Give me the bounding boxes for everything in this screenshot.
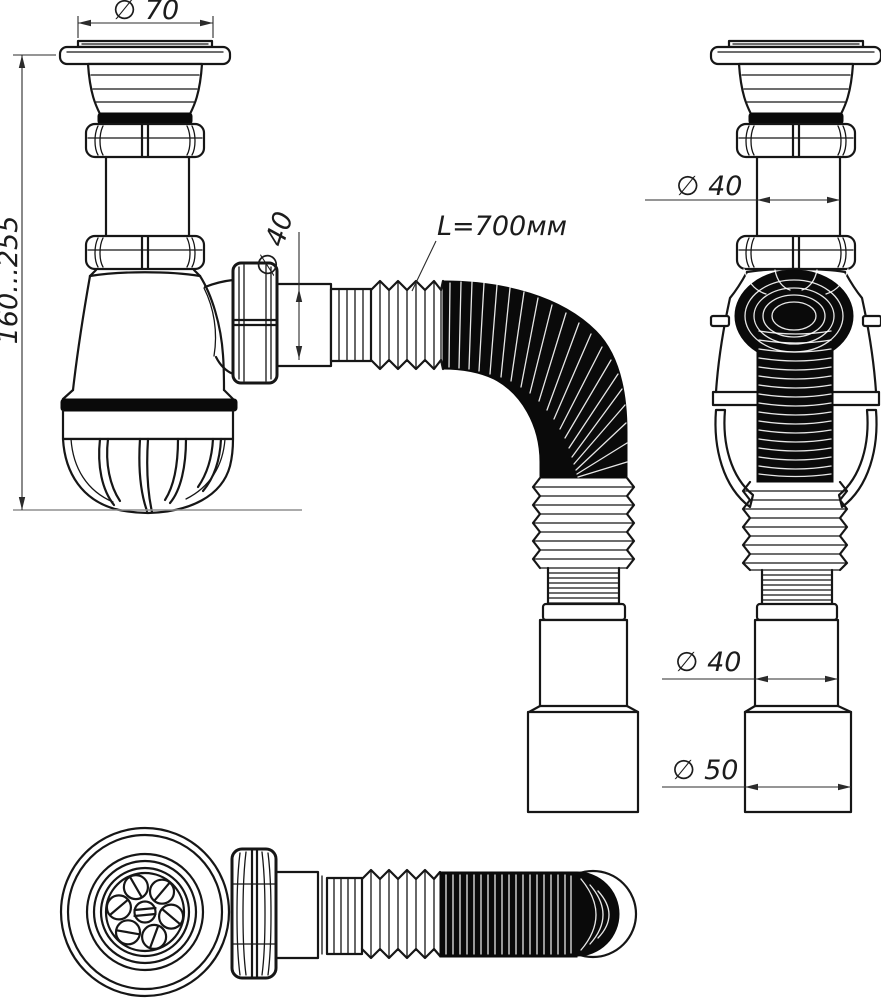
hose-end-cap <box>534 871 620 957</box>
body-pin-right <box>861 314 881 328</box>
outlet-pipe-40 <box>538 618 629 708</box>
top-hose <box>274 868 638 960</box>
height-range-label: 160...255 <box>0 216 24 345</box>
dimension-hose-length: L=700мм <box>411 211 567 292</box>
front-hose-corrugated-bend <box>442 280 628 479</box>
dimension-flange-diameter: ∅ 70 <box>77 0 214 38</box>
bulb-claw-left <box>714 408 755 509</box>
outlet-pipe-50 <box>526 710 640 814</box>
dimension-height-range: 160...255 <box>0 54 302 511</box>
top-drain-grate <box>59 826 231 998</box>
inlet-diameter-label: ∅ 40 <box>250 208 300 281</box>
top-hose-corrugation <box>445 874 610 955</box>
front-hose-horizontal <box>275 279 445 371</box>
outlet-pipe-40 <box>753 618 840 708</box>
dimension-outlet-50: ∅ 50 <box>662 755 851 791</box>
nut-hooks-over-mouth <box>743 268 849 295</box>
front-outlet-elbow <box>203 261 279 385</box>
side-drain-assembly <box>711 41 881 269</box>
outlet-40-label: ∅ 40 <box>675 647 741 678</box>
top-union-nut <box>230 847 278 980</box>
front-drain-assembly <box>60 41 230 269</box>
outlet-pipe-50 <box>743 710 853 814</box>
front-siphon-body <box>60 268 238 515</box>
side-hose-outlet <box>741 480 853 814</box>
bulb-ribs <box>98 437 223 514</box>
column-corrugation <box>758 330 832 478</box>
front-hose-outlet <box>526 476 640 814</box>
mouth-rings <box>744 279 844 353</box>
outlet-50-label: ∅ 50 <box>672 755 738 786</box>
top-view <box>59 826 638 998</box>
grate-holes <box>105 873 185 951</box>
corrugation-texture <box>448 281 628 478</box>
side-view <box>709 41 881 814</box>
body-seal-band <box>60 398 238 412</box>
body-pin-left <box>709 314 731 328</box>
dimension-outlet-40: ∅ 40 <box>662 647 838 683</box>
hose-length-label: L=700мм <box>437 211 567 242</box>
dimensions: ∅ 70 160...255 ∅ 40 L=700мм ∅ 40 <box>0 0 851 791</box>
flange-diameter-label: ∅ 70 <box>113 0 179 26</box>
side-hose-column <box>734 268 854 483</box>
dimension-side-pipe-diameter: ∅ 40 <box>645 171 840 204</box>
side-pipe-diameter-label: ∅ 40 <box>676 171 742 202</box>
front-view <box>60 41 640 814</box>
